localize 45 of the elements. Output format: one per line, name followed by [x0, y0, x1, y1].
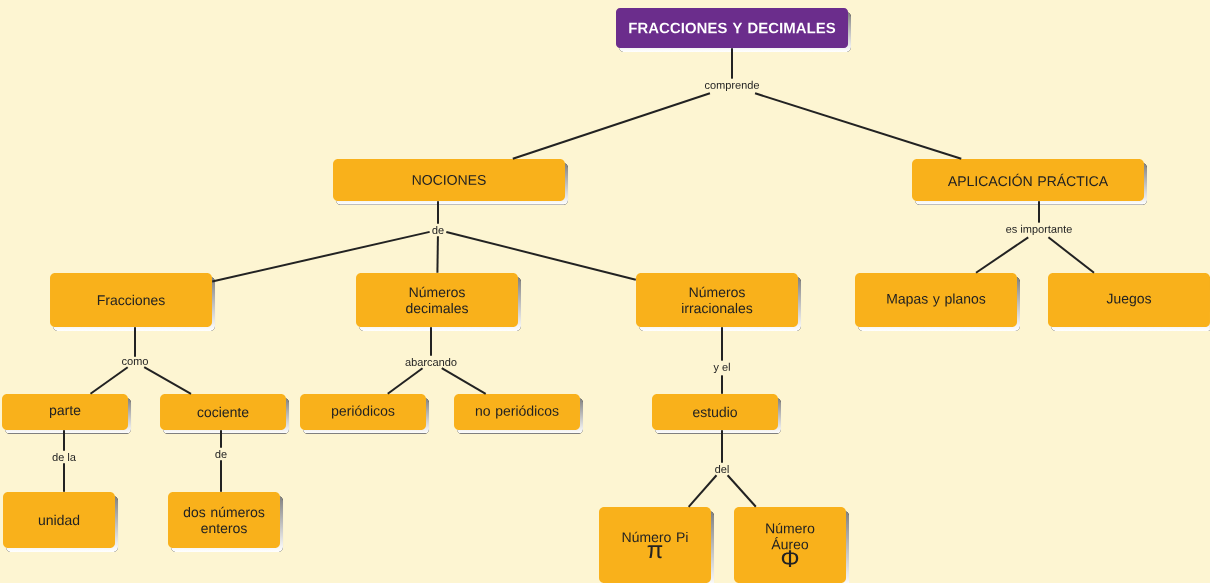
connector-line [687, 474, 718, 508]
concept-box: Números irracionales [636, 273, 801, 331]
connector-line [511, 92, 711, 160]
connector-line [731, 47, 733, 80]
connector-line [726, 474, 757, 508]
connector-line [220, 429, 222, 449]
connector-line [430, 326, 432, 357]
linking-word: como [119, 357, 151, 367]
connector-line [1038, 200, 1040, 224]
title-box: FRACCIONES Y DECIMALES [616, 8, 851, 52]
concept-box: estudio [652, 394, 781, 434]
concept-box: periódicos [300, 394, 429, 434]
connector-line [721, 374, 723, 395]
connector-line [386, 367, 424, 395]
connector-line [754, 92, 963, 160]
concept-box: NOCIONES [333, 159, 568, 205]
connector-line [721, 429, 723, 464]
concept-box: APLICACIÓN PRÁCTICA [912, 159, 1147, 205]
connector-line [211, 230, 431, 283]
concept-box: Número Pi π [599, 507, 714, 583]
connector-line [143, 366, 192, 395]
connector-line [134, 326, 136, 358]
connector-line [220, 459, 222, 493]
concept-box: parte [2, 394, 131, 434]
connector-line [63, 429, 65, 452]
connector-line [63, 462, 65, 493]
connector-line [440, 367, 487, 395]
concept-box: Mapas y planos [855, 273, 1020, 331]
concept-box: no periódicos [454, 394, 583, 434]
connector-line [436, 235, 439, 274]
concept-box: Número Áureo Φ [734, 507, 849, 583]
concept-box: cociente [160, 394, 289, 434]
concept-box: Juegos [1048, 273, 1210, 331]
concept-box: Fracciones [50, 273, 215, 331]
connector-line [1047, 236, 1096, 274]
concept-box: unidad [3, 492, 118, 552]
connector-line [975, 236, 1030, 274]
concept-box: Números decimales [356, 273, 521, 331]
connector-line [721, 326, 723, 362]
connector-line [445, 231, 637, 281]
linking-word: de [212, 447, 230, 461]
linking-word: de [429, 223, 447, 237]
connector-line [89, 366, 129, 395]
connector-line [437, 200, 439, 225]
concept-box: dos números enteros [168, 492, 283, 552]
